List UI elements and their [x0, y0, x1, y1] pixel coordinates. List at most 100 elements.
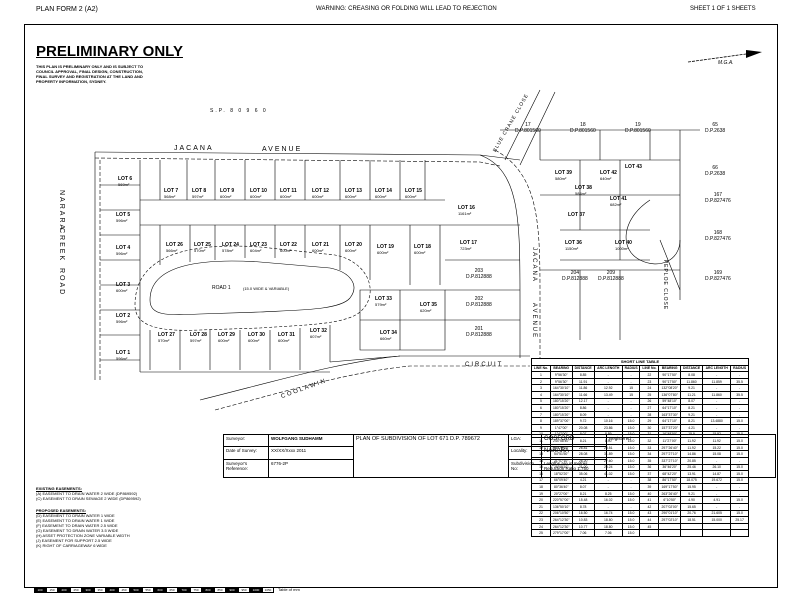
- easement-item: (C) EASEMENT TO DRAIN SEWAGE 2 WIDE (DP8…: [36, 496, 141, 501]
- table-cell: 8: [531, 417, 551, 425]
- lot-area: 723m²: [460, 246, 472, 251]
- table-cell: 16.50: [571, 509, 595, 518]
- table-cell: -: [621, 397, 641, 406]
- lot-number: LOT 5: [116, 212, 131, 218]
- neighbor-dp: D.P.801560: [515, 128, 541, 134]
- lot-area: 569m²: [118, 182, 130, 187]
- neighbor-lot-number: 204: [570, 270, 580, 276]
- table-cell: -: [621, 483, 641, 491]
- lot-area: 600m²: [375, 194, 387, 199]
- table-cell: 13.4880: [702, 417, 732, 425]
- scale-tick: 600: [154, 587, 166, 593]
- table-cell: 206°10'50": [549, 509, 573, 518]
- lot-number: LOT 8: [192, 188, 207, 194]
- table-cell: 164°30'10": [549, 384, 573, 392]
- neighbor-dp: D.P.812888: [466, 302, 492, 308]
- lot-number: LOT 23: [250, 242, 267, 248]
- table-cell: 2: [531, 377, 551, 386]
- table-header-cell: ARC LENGTH: [702, 364, 732, 373]
- table-cell: 136°50'10": [549, 503, 573, 511]
- lga-label: LGA:: [508, 433, 542, 448]
- ref-value: 6776-2P: [268, 458, 354, 479]
- lot-number: LOT 19: [377, 244, 394, 250]
- lot-number: LOT 29: [218, 332, 235, 338]
- lot-area: 597m²: [192, 194, 204, 199]
- neighbor-dp: D.P.827476: [705, 198, 731, 204]
- table-cell: 180°15'20": [549, 397, 573, 406]
- neighbor-dp: D.P.2638: [705, 128, 726, 134]
- table-cell: 9°56'30": [549, 371, 573, 379]
- scale-tick: 450: [118, 587, 130, 593]
- easement-item: (E) EASEMENT TO DRAIN WATER 1 WIDE: [36, 518, 115, 523]
- lot-number: LOT 36: [565, 240, 582, 246]
- table-cell: 4: [531, 390, 551, 399]
- table-cell: 263°26'40": [658, 489, 681, 498]
- table-cell: [730, 522, 749, 531]
- proposed-easements-title: PROPOSED EASEMENTS:: [36, 508, 87, 513]
- table-cell: -: [593, 476, 623, 485]
- table-cell: 290°01'10": [658, 509, 681, 518]
- table-cell: 8.07: [571, 483, 595, 491]
- table-cell: -: [621, 476, 641, 485]
- lot-number: LOT 10: [250, 188, 267, 194]
- table-header-cell: RADIUS: [621, 364, 641, 373]
- table-cell: 16.02: [593, 496, 623, 505]
- neighbor-lot-number: 201: [474, 326, 484, 332]
- neighbor-dp: D.P.827476: [705, 276, 731, 282]
- road-jacana-top-1: JACANA: [174, 145, 214, 152]
- table-cell: 12.92: [593, 384, 623, 392]
- easement-item: (H) ASSET PROTECTION ZONE VARIABLE WIDTH: [36, 533, 130, 538]
- lga-value: GOSFORD: [541, 433, 607, 448]
- sheet-number: SHEET 1 OF 1 SHEETS: [690, 6, 756, 12]
- table-cell: 15: [621, 384, 641, 392]
- scale-tick: 500: [130, 587, 142, 593]
- lot-number: LOT 14: [375, 188, 392, 194]
- table-cell: -: [730, 404, 749, 412]
- table-cell: 15.0: [621, 516, 641, 524]
- table-cell: 35.5: [730, 390, 749, 399]
- table-cell: -: [702, 384, 732, 392]
- table-cell: 11.859: [702, 377, 732, 386]
- scale-tick: 650: [166, 587, 178, 593]
- neighbor-dp: D.P.812888: [562, 276, 588, 282]
- table-cell: 264°12'30": [549, 522, 573, 531]
- lot-area: 600m²: [278, 338, 290, 343]
- existing-easements: EXISTING EASEMENTS: (A) EASEMENT TO DRAI…: [36, 486, 141, 501]
- neighbor-lot-number: 19: [635, 122, 641, 128]
- table-cell: [679, 522, 704, 531]
- warning-text: WARNING: CREASING OR FOLDING WILL LEAD T…: [316, 6, 497, 12]
- table-cell: 25.17: [730, 516, 749, 524]
- table-cell: -: [702, 371, 732, 379]
- table-cell: 15.000: [702, 516, 732, 524]
- lot-number: LOT 15: [405, 188, 422, 194]
- table-cell: -: [730, 503, 749, 511]
- table-cell: -: [702, 423, 732, 432]
- lot-area: 600m²: [345, 248, 357, 253]
- table-title: SHORT LINE TABLE: [531, 358, 749, 366]
- lot-area: 640m²: [600, 176, 612, 181]
- scale-tick: 750: [190, 587, 202, 593]
- table-cell: 11.86: [571, 384, 595, 392]
- lot-number: LOT 9: [220, 188, 235, 194]
- easement-item: (J) EASEMENT FOR SUPPORT 2.5 WIDE: [36, 538, 112, 543]
- table-cell: [702, 529, 732, 538]
- table-cell: 20°27'00": [549, 489, 573, 498]
- table-cell: 23.86: [593, 423, 623, 432]
